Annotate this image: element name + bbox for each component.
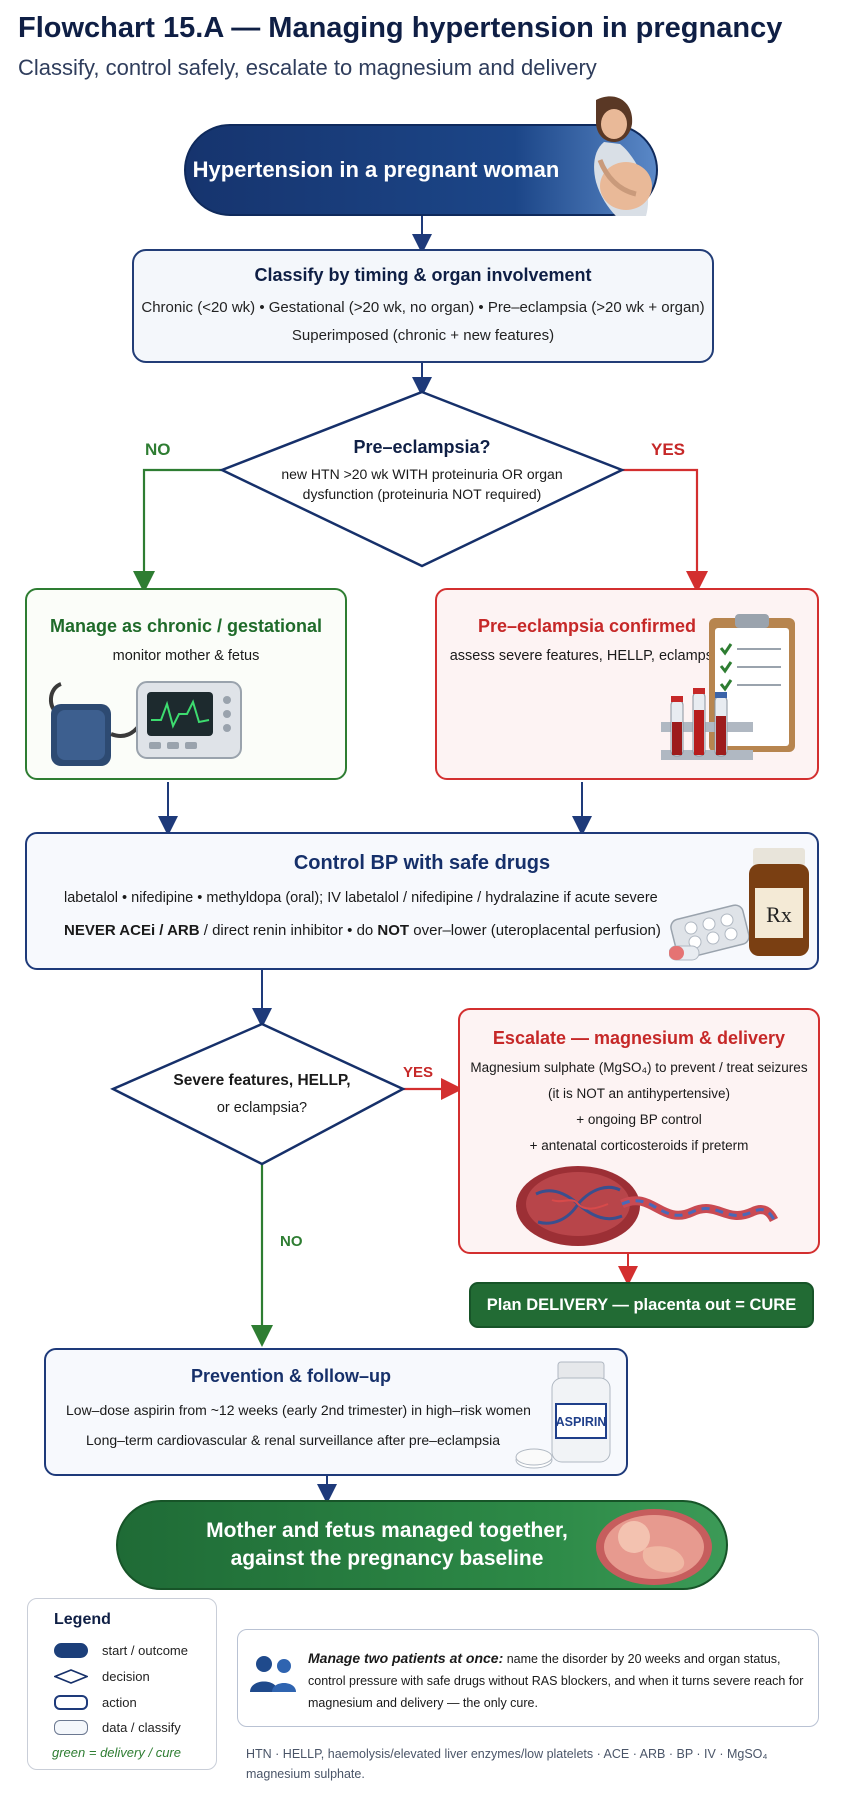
- prevention-box: Prevention & follow–up Low–dose aspirin …: [44, 1348, 628, 1476]
- prevention-title: Prevention & follow–up: [190, 1366, 391, 1386]
- delivery-node: Plan DELIVERY — placenta out = CURE: [469, 1282, 814, 1328]
- legend-item-data-classify: data / classify: [54, 1720, 181, 1735]
- classify-line-2: Superimposed (chronic + new features): [291, 327, 555, 344]
- legend-title: Legend: [54, 1611, 111, 1628]
- legend: Legend start / outcome decision action d…: [27, 1598, 217, 1770]
- delivery-label: Plan DELIVERY — placenta out = CURE: [486, 1295, 797, 1314]
- decision-2-text: Severe features, HELLP, or eclampsia?: [142, 1072, 382, 1116]
- classify-line-1: Chronic (<20 wk) • Gestational (>20 wk, …: [141, 299, 705, 316]
- decision-diamond-2: [110, 1022, 406, 1166]
- manage-title: Manage as chronic / gestational: [49, 616, 323, 636]
- control-title: Control BP with safe drugs: [293, 852, 551, 874]
- confirmed-title: Pre–eclampsia confirmed: [477, 616, 697, 636]
- rx-label: Rx: [766, 902, 792, 927]
- control-warning-never: NEVER ACEi / ARB: [64, 922, 200, 939]
- manage-box: Manage as chronic / gestational monitor …: [25, 588, 347, 780]
- placenta-icon: [516, 1166, 779, 1246]
- legend-note: green = delivery / cure: [52, 1745, 181, 1760]
- control-line-1: labetalol • nifedipine • methyldopa (ora…: [64, 890, 658, 906]
- escalate-line-3: + ongoing BP control: [576, 1112, 702, 1127]
- outcome-line-2: against the pregnancy baseline: [230, 1547, 544, 1570]
- arrow-yes-confirmed: [622, 468, 708, 593]
- note-lead: Manage two patients at once:: [308, 1650, 504, 1666]
- confirmed-box: Pre–eclampsia confirmed assess severe fe…: [435, 588, 819, 780]
- legend-label: start / outcome: [102, 1643, 188, 1658]
- aspirin-bottle-icon: ASPIRIN: [515, 1361, 611, 1469]
- start-node: Hypertension in a pregnant woman: [184, 124, 658, 216]
- aspirin-label: ASPIRIN: [556, 1415, 607, 1429]
- start-node-label: Hypertension in a pregnant woman: [192, 157, 560, 182]
- control-line-2-d: over–lower (uteroplacental perfusion): [409, 922, 661, 939]
- decision-1-title: Pre–eclampsia?: [353, 437, 491, 457]
- decision-1-line-1: new HTN >20 wk WITH proteinuria OR organ: [281, 466, 563, 482]
- edge-label-yes-1: YES: [651, 440, 686, 459]
- escalate-title: Escalate — magnesium & delivery: [492, 1028, 786, 1048]
- note-text: Manage two patients at once: name the di…: [308, 1646, 804, 1715]
- legend-item-action: action: [54, 1695, 137, 1710]
- edge-label-yes-2: YES: [403, 1064, 434, 1081]
- page-subtitle: Classify, control safely, escalate to ma…: [18, 55, 597, 80]
- classify-title: Classify by timing & organ involvement: [254, 265, 592, 285]
- legend-label: data / classify: [102, 1720, 181, 1735]
- escalate-line-2: (it is NOT an antihypertensive): [547, 1086, 731, 1101]
- legend-label: action: [102, 1695, 137, 1710]
- arrow-no-manage: [133, 468, 222, 593]
- outcome-line-1: Mother and fetus managed together,: [206, 1518, 568, 1542]
- abbreviations-line-1: HTN · HELLP, haemolysis/elevated liver e…: [246, 1747, 768, 1761]
- pregnant-woman-icon: [594, 96, 652, 216]
- control-warning-not: NOT: [377, 922, 410, 939]
- abbreviations: HTN · HELLP, haemolysis/elevated liver e…: [246, 1744, 846, 1784]
- prevention-line-2: Long–term cardiovascular & renal surveil…: [86, 1432, 500, 1448]
- decision-1-line-2: dysfunction (proteinuria NOT required): [302, 486, 542, 502]
- legend-swatch-diamond: [54, 1669, 88, 1684]
- clipboard-test-tubes-icon: [661, 614, 795, 760]
- legend-label: decision: [102, 1669, 150, 1684]
- prevention-line-1: Low–dose aspirin from ~12 weeks (early 2…: [66, 1402, 531, 1418]
- note-box: Manage two patients at once: name the di…: [237, 1629, 819, 1727]
- pill-bottle-icon: Rx: [669, 848, 809, 961]
- legend-swatch-action: [54, 1695, 88, 1710]
- control-box: Control BP with safe drugs labetalol • n…: [25, 832, 819, 970]
- escalate-box: Escalate — magnesium & delivery Magnesiu…: [458, 1008, 820, 1254]
- fetus-icon: [596, 1509, 712, 1585]
- control-line-2-b: / direct renin inhibitor • do: [199, 922, 378, 939]
- page-title: Flowchart 15.A — Managing hypertension i…: [18, 12, 783, 44]
- legend-item-start-outcome: start / outcome: [54, 1643, 188, 1658]
- bp-monitor-icon: [49, 681, 242, 766]
- confirmed-text: assess severe features, HELLP, eclampsia: [449, 648, 725, 664]
- decision-2-line-2: or eclampsia?: [216, 1100, 308, 1116]
- escalate-line-1: Magnesium sulphate (MgSO₄) to prevent / …: [470, 1060, 808, 1075]
- legend-swatch-pill: [54, 1643, 88, 1658]
- legend-item-decision: decision: [54, 1669, 150, 1684]
- decision-2-line-1: Severe features, HELLP,: [173, 1072, 351, 1089]
- edge-label-no-2: NO: [280, 1233, 303, 1250]
- manage-text: monitor mother & fetus: [112, 648, 260, 664]
- two-patients-icon: [250, 1656, 296, 1692]
- escalate-line-4: + antenatal corticosteroids if preterm: [529, 1138, 749, 1153]
- edge-label-no-1: NO: [145, 440, 171, 459]
- classify-box: Classify by timing & organ involvement C…: [132, 249, 714, 363]
- note-body: name the disorder by 20 weeks and organ …: [308, 1652, 804, 1710]
- decision-diamond-1: [218, 390, 626, 568]
- control-line-2: NEVER ACEi / ARB / direct renin inhibito…: [64, 922, 661, 939]
- decision-1-text: Pre–eclampsia? new HTN >20 wk WITH prote…: [232, 437, 612, 502]
- abbreviations-line-2: magnesium sulphate.: [246, 1767, 365, 1781]
- legend-swatch-classify: [54, 1720, 88, 1735]
